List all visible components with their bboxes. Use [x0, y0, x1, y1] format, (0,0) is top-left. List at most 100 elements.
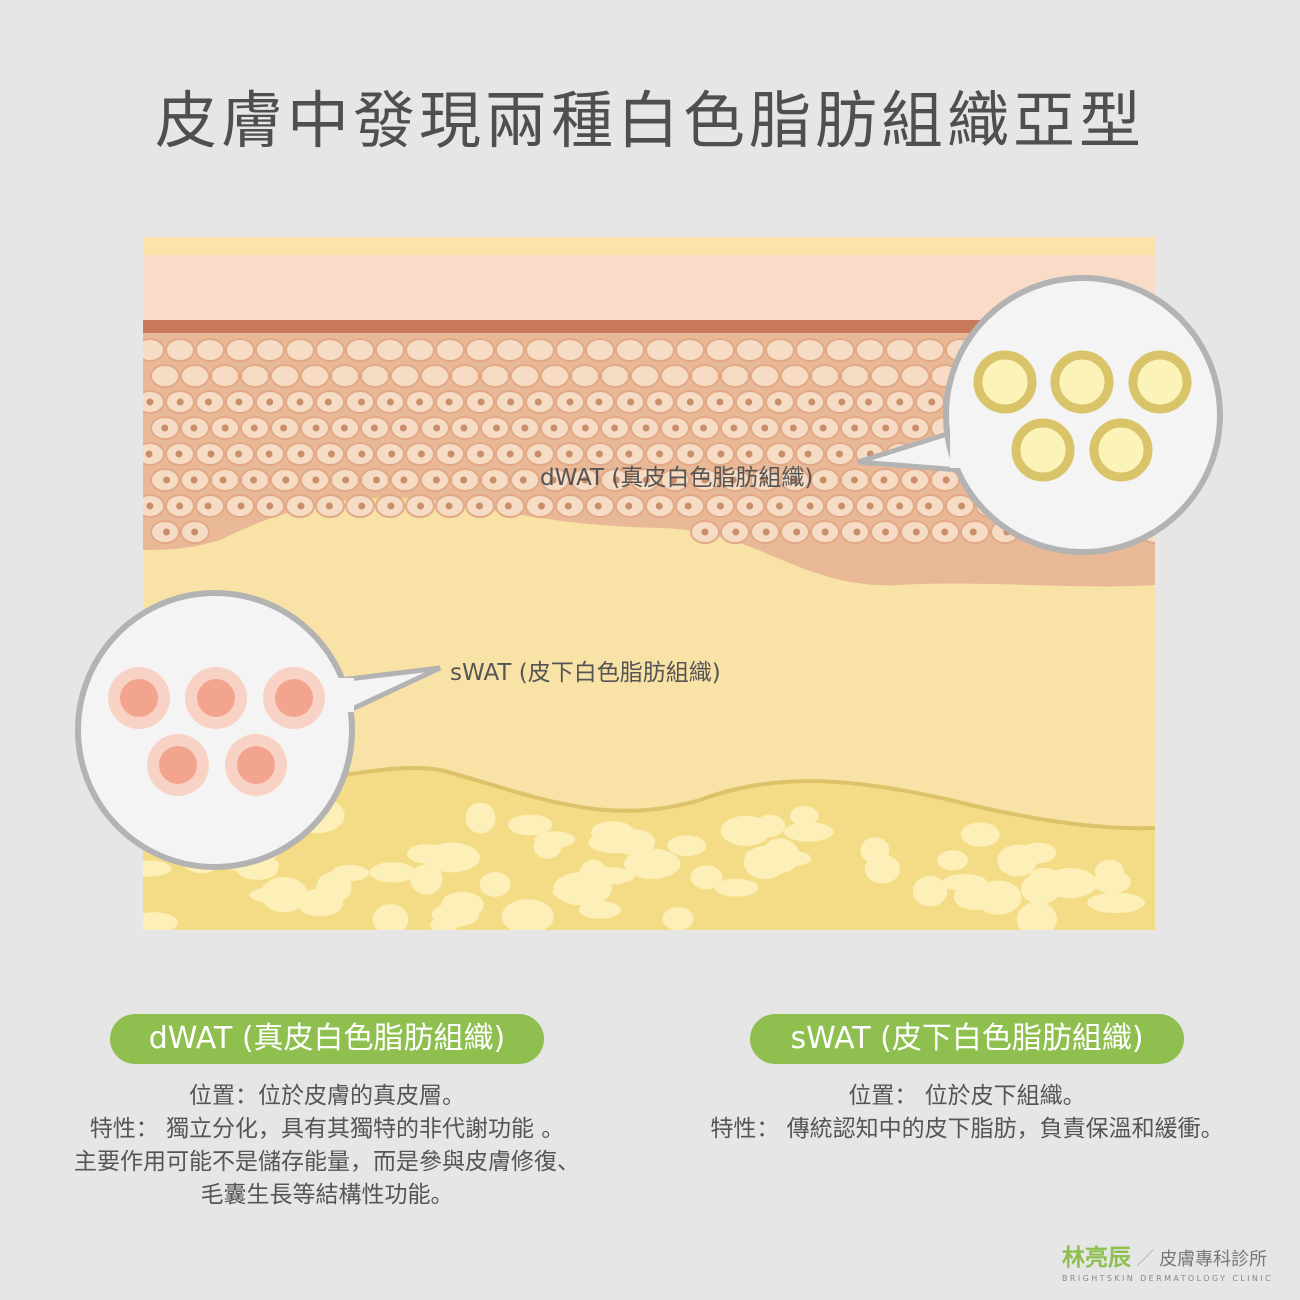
skin-cell	[210, 416, 240, 440]
skin-cell	[270, 468, 300, 492]
skin-cell	[143, 442, 165, 466]
skin-cell	[870, 520, 900, 544]
skin-cell	[780, 520, 810, 544]
skin-cell	[765, 494, 795, 518]
swat-label: sWAT (皮下白色脂肪組織)	[450, 660, 721, 686]
skin-cell	[750, 468, 780, 492]
fat-lobule	[912, 875, 948, 907]
skin-cell	[795, 442, 825, 466]
skin-cell	[900, 364, 930, 388]
skin-cell	[690, 520, 720, 544]
swat-description: 位置： 位於皮下組織。 特性： 傳統認知中的皮下脂肪，負責保溫和緩衝。	[667, 1080, 1267, 1146]
skin-cell	[330, 468, 360, 492]
skin-cell	[765, 390, 795, 414]
skin-cell	[825, 390, 855, 414]
skin-cell	[660, 364, 690, 388]
skin-cell	[600, 364, 630, 388]
fat-lobule	[975, 880, 1022, 915]
fat-lobule	[1087, 892, 1145, 914]
skin-cell	[885, 390, 915, 414]
skin-cell	[765, 338, 795, 362]
skin-cell	[495, 442, 525, 466]
skin-cell	[840, 468, 870, 492]
skin-cell	[555, 390, 585, 414]
fat-lobule	[1092, 870, 1131, 894]
swat-heading-badge: sWAT (皮下白色脂肪組織)	[750, 1014, 1184, 1064]
skin-cell	[225, 390, 255, 414]
skin-cell	[330, 416, 360, 440]
skin-cell	[195, 390, 225, 414]
dwat-adipocyte	[1011, 418, 1075, 482]
skin-cell	[570, 416, 600, 440]
skin-cell	[870, 364, 900, 388]
skin-cell	[450, 416, 480, 440]
skin-cell	[315, 390, 345, 414]
skin-cell	[585, 442, 615, 466]
fat-lobule	[369, 862, 416, 883]
skin-cell	[795, 494, 825, 518]
swat-trait: 特性： 傳統認知中的皮下脂肪，負責保溫和緩衝。	[710, 1116, 1224, 1142]
fat-lobule	[578, 859, 608, 892]
fat-lobule	[465, 802, 496, 834]
skin-cell	[285, 390, 315, 414]
skin-cell	[810, 520, 840, 544]
skin-cell	[510, 468, 540, 492]
skin-cell	[285, 494, 315, 518]
dwat-magnify-circle	[943, 275, 1223, 555]
fat-lobule	[143, 912, 178, 930]
brand-english: BRIGHTSKIN DERMATOLOGY CLINIC	[1062, 1274, 1274, 1283]
skin-cell	[720, 364, 750, 388]
skin-cell	[240, 416, 270, 440]
fat-lobule	[507, 814, 553, 836]
skin-cell	[735, 442, 765, 466]
skin-cell	[375, 442, 405, 466]
skin-cell	[600, 468, 630, 492]
skin-cell	[435, 390, 465, 414]
surface-layer	[143, 237, 1155, 255]
skin-cell	[375, 390, 405, 414]
skin-cell	[180, 416, 210, 440]
skin-cell	[615, 390, 645, 414]
skin-cell	[255, 494, 285, 518]
skin-cell	[660, 416, 690, 440]
skin-cell	[165, 442, 195, 466]
skin-cell	[465, 338, 495, 362]
skin-cell	[750, 416, 780, 440]
skin-cell	[705, 442, 735, 466]
skin-cell	[143, 338, 165, 362]
skin-cell	[555, 338, 585, 362]
skin-cell	[780, 468, 810, 492]
fat-lobule	[960, 822, 1000, 847]
skin-cell	[525, 338, 555, 362]
dwat-function-1: 主要作用可能不是儲存能量，而是參與皮膚修復、	[74, 1149, 580, 1175]
skin-cell	[390, 416, 420, 440]
skin-cell	[405, 338, 435, 362]
skin-cell	[570, 364, 600, 388]
clinic-logo: 林亮辰 ／ 皮膚專科診所 BRIGHTSKIN DERMATOLOGY CLIN…	[1062, 1238, 1273, 1283]
skin-cell	[255, 442, 285, 466]
swat-cells	[108, 667, 325, 796]
skin-cell	[195, 494, 225, 518]
brand-subtitle: 皮膚專科診所	[1159, 1249, 1268, 1270]
fat-lobule	[624, 848, 681, 880]
fat-lobule	[997, 844, 1038, 877]
skin-cell	[885, 338, 915, 362]
skin-cell	[840, 416, 870, 440]
skin-cell	[825, 338, 855, 362]
skin-cell	[300, 468, 330, 492]
skin-cell	[600, 416, 630, 440]
skin-cell	[810, 416, 840, 440]
skin-cell	[870, 416, 900, 440]
fat-lobule	[690, 865, 723, 890]
skin-cell	[360, 468, 390, 492]
swat-location: 位置： 位於皮下組織。	[848, 1083, 1086, 1109]
skin-cell	[885, 494, 915, 518]
skin-cell	[615, 494, 645, 518]
fat-lobule	[296, 888, 344, 917]
fat-lobule	[533, 833, 562, 859]
skin-cell	[540, 416, 570, 440]
skin-cell	[675, 390, 705, 414]
skin-cell	[630, 416, 660, 440]
fat-lobule	[714, 878, 759, 897]
dwat-trait: 特性： 獨立分化，具有其獨特的非代謝功能 。	[89, 1116, 565, 1142]
